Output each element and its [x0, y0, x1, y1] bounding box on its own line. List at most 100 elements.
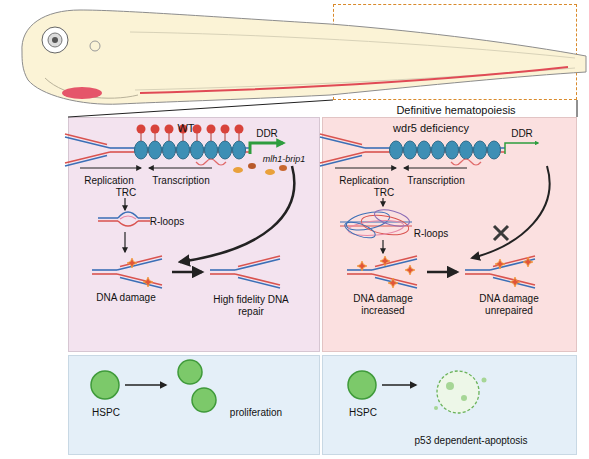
- panel-text: High fidelity DNA repair: [211, 294, 291, 317]
- panel-text: Transcription: [407, 175, 464, 187]
- panel-text: Replication: [339, 175, 388, 187]
- cell-fragment: [446, 382, 454, 390]
- dna-strand: [118, 221, 138, 226]
- damage-mark: [405, 265, 415, 275]
- damage-mark: [495, 259, 505, 269]
- chromatin-fiber: [320, 134, 505, 168]
- ddr-activation-arrow: [505, 143, 538, 154]
- flow-arrow: [382, 240, 383, 253]
- chromatin-fiber: [65, 134, 250, 168]
- damage-mark: [143, 277, 153, 287]
- panel-box: wdr5 deficiency DDR Replication Transcripti…: [322, 117, 577, 352]
- panel-text: p53 dependent-apoptosis: [415, 435, 528, 447]
- flow-arrow: [124, 198, 125, 210]
- repaired-fork: [210, 256, 280, 288]
- panel-text: Transcription: [152, 175, 209, 187]
- cell-fragment: [482, 378, 487, 383]
- zoom-connector-line: [577, 100, 578, 117]
- r-loop-tangle: [340, 207, 412, 242]
- fish-eye-iris: [48, 33, 62, 47]
- region-label: Definitive hematopoiesis: [396, 104, 515, 117]
- progression-arrow: [427, 271, 457, 274]
- r-loop: [360, 212, 410, 238]
- panel-text: R-loops: [150, 216, 184, 228]
- panel-text: R-loops: [414, 228, 448, 240]
- damaged-fork: [92, 256, 162, 288]
- methyl-marks: [137, 125, 244, 142]
- flow-arrow: [382, 198, 383, 206]
- notochord-line: [130, 32, 575, 58]
- dna-strand: [118, 212, 138, 218]
- dna-strand: [98, 220, 150, 221]
- blood-vessel: [140, 67, 568, 93]
- panel-text: TRC: [116, 187, 137, 199]
- panel-text: DDR: [256, 128, 278, 140]
- apoptotic-cell: [437, 371, 479, 413]
- mark-stem: [141, 133, 239, 141]
- methyl-mark: [221, 125, 230, 134]
- block-cross: [494, 226, 508, 240]
- panel-text: HSPC: [349, 407, 377, 419]
- fin-fold-line: [135, 68, 575, 90]
- blocked-repair-arrow: [472, 166, 550, 258]
- repair-protein: [248, 163, 256, 169]
- fish-eye: [42, 27, 68, 53]
- yolk-outline: [45, 78, 138, 98]
- r-loop: [345, 209, 391, 234]
- methyl-mark: [137, 125, 146, 134]
- hspc-cell: [348, 371, 376, 399]
- damage-mark: [523, 257, 533, 267]
- panel-text: proliferation: [230, 407, 282, 419]
- methyl-mark: [207, 125, 216, 134]
- zoom-connector-line: [68, 100, 333, 117]
- panel-text: Replication: [84, 175, 133, 187]
- damage-mark: [388, 278, 398, 288]
- fish-ear: [90, 41, 100, 51]
- repair-protein: [233, 167, 243, 173]
- flow-arrow: [124, 232, 125, 252]
- rna-strand: [120, 216, 136, 219]
- fish-eye-pupil: [52, 37, 58, 43]
- panel-text: DDR: [511, 128, 533, 140]
- repair-protein: [279, 165, 287, 171]
- dna-strand: [98, 217, 150, 218]
- r-loop: [373, 207, 411, 230]
- ddr-activation-arrow: [250, 143, 283, 154]
- apoptosis-arrow: [382, 384, 416, 386]
- methyl-mark: [151, 125, 160, 134]
- panel-text: HSPC: [92, 407, 120, 419]
- zebrafish-body: [22, 10, 586, 104]
- dna-strand: [340, 221, 412, 222]
- r-loop-icon: [98, 212, 150, 226]
- panel-text: TRC: [374, 187, 395, 199]
- unrepaired-fork: [465, 256, 535, 288]
- panel-text: DNA damage unrepaired: [473, 293, 545, 316]
- damage-mark: [380, 256, 390, 266]
- methyl-mark: [193, 125, 202, 134]
- zoom-region-box: Definitive hematopoiesis: [333, 4, 577, 100]
- methyl-mark: [179, 125, 188, 134]
- proliferation-arrow: [125, 384, 166, 386]
- ddr-repair-arrow: [180, 166, 294, 262]
- daughter-cell: [192, 388, 216, 412]
- panel-text: DNA damage increased: [347, 293, 419, 316]
- cell-fragment: [434, 406, 438, 410]
- r-loop: [347, 219, 404, 238]
- dna-strand: [340, 225, 412, 226]
- damage-mark: [510, 277, 520, 287]
- panel-text: DNA damage: [96, 292, 155, 304]
- blood-region: [62, 87, 102, 99]
- damage-mark: [357, 261, 367, 271]
- panel-text: wdr5 deficiency: [393, 122, 469, 135]
- panel-box: HSPC proliferation: [68, 355, 320, 455]
- damaged-fork: [347, 256, 417, 288]
- panel-text: WT: [177, 122, 194, 135]
- cell-fragment: [461, 395, 467, 401]
- hspc-cell: [91, 371, 119, 399]
- damage-mark: [127, 258, 137, 268]
- panel-box: HSPC p53 dependent-apoptosis: [322, 355, 577, 455]
- r-loop: [343, 219, 377, 241]
